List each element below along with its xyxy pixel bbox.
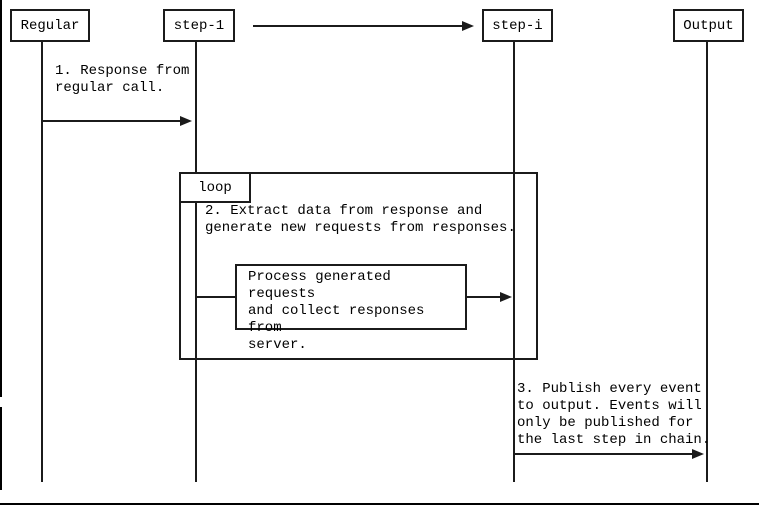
participant-regular-label: Regular <box>20 17 80 34</box>
loop-label-text: loop <box>198 179 232 196</box>
message-2-label: 2. Extract data from response and genera… <box>205 203 516 236</box>
message-3-label: 3. Publish every event to output. Events… <box>517 381 711 448</box>
top-arrow-line <box>253 25 463 27</box>
loop-fragment-operator: loop <box>179 172 251 203</box>
left-window-border-top-segment <box>0 0 2 397</box>
top-arrowhead-icon <box>462 21 474 31</box>
lifeline-step-i <box>513 42 515 482</box>
message-3-arrow-line <box>514 453 692 455</box>
lifeline-regular <box>41 42 43 482</box>
participant-step-1: step-1 <box>163 9 235 42</box>
lifeline-output <box>706 42 708 482</box>
process-connector-line <box>196 296 235 298</box>
participant-step-i-label: step-i <box>492 17 543 34</box>
participant-step-i: step-i <box>482 9 553 42</box>
participant-regular: Regular <box>10 9 90 42</box>
message-1-label: 1. Response from regular call. <box>55 63 190 96</box>
participant-output-label: Output <box>683 17 734 34</box>
left-window-border-bottom-segment <box>0 407 2 490</box>
loop-fragment-frame <box>179 172 538 360</box>
message-1-arrowhead-icon <box>180 116 192 126</box>
message-1-arrow-line <box>42 120 180 122</box>
process-action-box: Process generated requests and collect r… <box>235 264 467 353</box>
process-arrow-line <box>467 296 501 298</box>
bottom-window-border <box>0 503 759 505</box>
message-3-arrowhead-icon <box>692 449 704 459</box>
process-arrowhead-icon <box>500 292 512 302</box>
participant-output: Output <box>673 9 744 42</box>
lifeline-step-1 <box>195 42 197 482</box>
participant-step-1-label: step-1 <box>173 17 225 34</box>
